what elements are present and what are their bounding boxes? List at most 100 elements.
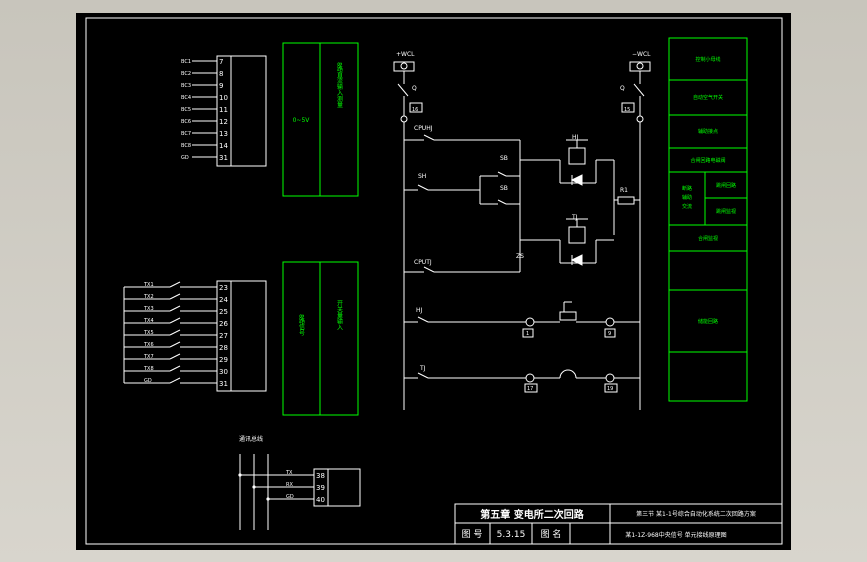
di-switch [169, 365, 181, 372]
analog-pin: 10 [219, 94, 228, 102]
sb1-label: SB [500, 155, 508, 162]
analog-label: BC3 [181, 83, 191, 89]
drawing-frame [85, 17, 783, 545]
comm-junction [238, 473, 242, 477]
analog-pin: 31 [219, 154, 228, 162]
r1-label: R1 [620, 187, 628, 194]
panel-item-11: 储能回路 [698, 318, 718, 325]
panel-item-9: 跳闸监视 [716, 208, 736, 215]
control-circuit [393, 61, 651, 410]
di-pin: 24 [219, 296, 228, 304]
panel-item-6: 辅助 [682, 194, 692, 201]
fig-no-label: 图 号 [462, 529, 483, 540]
term-9: 9 [608, 331, 611, 337]
sb2-label: SB [500, 185, 508, 192]
di-switch [169, 317, 181, 324]
di-box-1 [282, 261, 321, 416]
tj-contact-label: TJ [419, 365, 426, 372]
di-pin: 26 [219, 320, 228, 328]
comm-junction [266, 497, 270, 501]
analog-box-1-text: 0~5V [293, 117, 311, 124]
fuse-left-num: 16 [412, 107, 418, 113]
panel-item-1: 控制小母线 [695, 56, 720, 63]
comm-junction [252, 485, 256, 489]
term-17: 17 [527, 386, 533, 392]
analog-label: BC2 [181, 71, 191, 77]
hj-contact-label: HJ [416, 307, 423, 314]
di-label: TX2 [143, 294, 154, 300]
analog-label: BC7 [181, 131, 191, 137]
zs-label: ZS [516, 253, 524, 260]
di-label: TX6 [143, 342, 154, 348]
comm-pin: 40 [316, 496, 325, 504]
di-label: GD [144, 378, 152, 384]
di-label: TX8 [143, 366, 154, 372]
di-switch [169, 377, 181, 384]
panel-item-10: 合闸监视 [698, 235, 718, 242]
di-connector-box [230, 280, 267, 392]
fig-no: 5.3.15 [497, 530, 526, 540]
analog-pin: 13 [219, 130, 228, 138]
section-title: 第三节 某1-1号综合自动化系统二次回路方案 [636, 510, 756, 518]
panel-item-3: 辅助接点 [698, 128, 718, 135]
analog-label: BC5 [181, 107, 191, 113]
di-pin: 27 [219, 332, 228, 340]
cad-drawing-canvas[interactable] [76, 13, 791, 550]
di-label: TX5 [143, 330, 154, 336]
chapter-title: 第五章 变电所二次回路 [480, 508, 584, 521]
fig-name: 某1-1Z-968中央信号 单元接线原理图 [625, 531, 726, 539]
di-box-2 [319, 261, 359, 416]
right-function-panel [668, 37, 748, 402]
q-left-label: Q [412, 85, 417, 92]
comm-title: 通讯总线 [239, 435, 263, 443]
hj-relay-label: HJ [572, 134, 579, 141]
analog-connector-box [230, 55, 267, 167]
di-box-2-text: 开关量输入 [336, 300, 343, 330]
sh-label: SH [418, 173, 426, 180]
analog-label: BC6 [181, 119, 191, 125]
analog-label: BC1 [181, 59, 191, 65]
analog-label: BC8 [181, 143, 191, 149]
title-block [454, 503, 783, 545]
analog-pin: 9 [219, 82, 223, 90]
di-box-1-text: 8路信号 [298, 314, 305, 337]
di-switch [169, 293, 181, 300]
di-switch [169, 353, 181, 360]
panel-item-7: 交流 [682, 203, 692, 210]
di-pin: 31 [219, 380, 228, 388]
fig-name-label: 图 名 [541, 528, 562, 540]
di-pin: 25 [219, 308, 228, 316]
bus-left-label: +WCL [396, 51, 415, 58]
comm-pin: 39 [316, 484, 325, 492]
resistor-r1 [617, 196, 635, 205]
di-label: TX4 [143, 318, 154, 324]
analog-pin: 14 [219, 142, 228, 150]
di-switch [169, 281, 181, 288]
right-panel-labels: 控制小母线 自动空气开关 辅助接点 合闸回路电磁阀 断路 辅助 交流 跳闸回路 … [682, 56, 736, 325]
control-labels: +WCL −WCL Q Q 16 15 CPUHJ SB SH SB HJ TJ… [396, 51, 651, 392]
panel-item-4: 合闸回路电磁阀 [690, 157, 725, 164]
q-right-label: Q [620, 85, 625, 92]
analog-label: GD [181, 155, 189, 161]
analog-pin: 7 [219, 58, 223, 66]
title-block-text: 第五章 变电所二次回路 第三节 某1-1号综合自动化系统二次回路方案 图 号 5… [462, 508, 756, 540]
analog-pin: 11 [219, 106, 228, 114]
di-pin: 30 [219, 368, 228, 376]
comm-label: GD [286, 494, 294, 500]
bus-right-label: −WCL [632, 51, 651, 58]
analog-pin: 12 [219, 118, 228, 126]
di-switch [169, 341, 181, 348]
cputj-label: CPUTJ [414, 259, 432, 266]
di-label: TX7 [143, 354, 154, 360]
di-label: TX3 [143, 306, 154, 312]
di-pin: 29 [219, 356, 228, 364]
panel-item-2: 自动空气开关 [693, 94, 723, 101]
fuse-right-num: 15 [624, 107, 630, 113]
hj-relay-coil [568, 147, 586, 165]
comm-label: RX [286, 482, 293, 488]
cpuhj-label: CPUHJ [414, 125, 433, 132]
